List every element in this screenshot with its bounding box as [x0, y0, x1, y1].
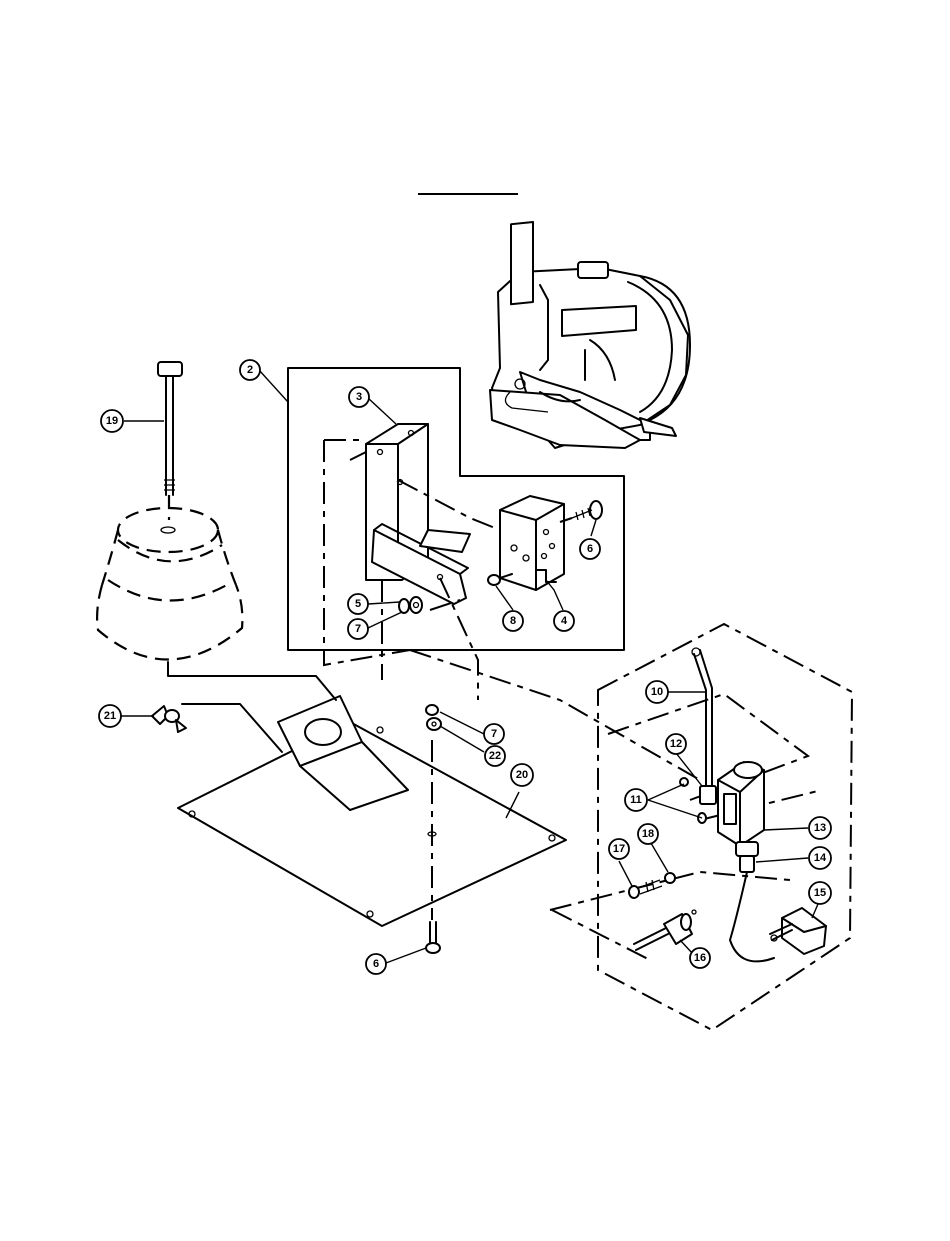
callout-4: 4 [554, 611, 574, 631]
screw-top [560, 501, 602, 522]
svg-text:15: 15 [814, 887, 826, 899]
callout-3: 3 [349, 387, 369, 407]
svg-text:7: 7 [355, 623, 361, 635]
plug [770, 908, 826, 954]
clamp-block [700, 786, 716, 804]
base-nut-washer [426, 705, 441, 730]
svg-text:22: 22 [489, 750, 501, 762]
svg-text:2: 2 [247, 364, 253, 376]
callout-19: 19 [101, 410, 123, 432]
callout-14: 14 [809, 847, 831, 869]
svg-text:21: 21 [104, 710, 116, 722]
svg-text:20: 20 [516, 769, 528, 781]
svg-text:7: 7 [491, 728, 497, 740]
svg-text:12: 12 [670, 738, 682, 750]
screw-bottom [426, 922, 440, 953]
callout-22: 22 [485, 746, 505, 766]
cable-connector [730, 842, 774, 961]
svg-text:3: 3 [356, 391, 362, 403]
callout-7-base: 7 [484, 724, 504, 744]
callout-18: 18 [638, 824, 658, 844]
callout-6-bracket: 6 [580, 539, 600, 559]
callout-10: 10 [646, 681, 668, 703]
callout-8: 8 [503, 611, 523, 631]
svg-text:16: 16 [694, 952, 706, 964]
svg-text:8: 8 [510, 615, 516, 627]
svg-text:18: 18 [642, 828, 654, 840]
svg-text:11: 11 [630, 794, 642, 806]
callout-16: 16 [690, 948, 710, 968]
svg-text:13: 13 [814, 822, 826, 834]
lever-rod [692, 648, 712, 790]
svg-text:6: 6 [587, 543, 593, 555]
callout-21: 21 [99, 705, 121, 727]
wing-nut [152, 706, 186, 732]
callout-6-base: 6 [366, 954, 386, 974]
callout-13: 13 [809, 817, 831, 839]
callout-5: 5 [348, 594, 368, 614]
callout-15: 15 [809, 882, 831, 904]
svg-text:6: 6 [373, 958, 379, 970]
callout-11: 11 [625, 789, 647, 811]
svg-text:10: 10 [651, 686, 663, 698]
svg-text:5: 5 [355, 598, 361, 610]
adapter-plate [500, 496, 564, 590]
mounting-bracket [366, 424, 470, 604]
callout-7-bracket: 7 [348, 619, 368, 639]
thread-cone [97, 508, 242, 660]
svg-text:17: 17 [613, 843, 625, 855]
callout-2: 2 [240, 360, 260, 380]
callout-17: 17 [609, 839, 629, 859]
washer-nut [399, 597, 422, 613]
callout-12: 12 [666, 734, 686, 754]
svg-text:19: 19 [106, 415, 118, 427]
svg-text:14: 14 [814, 852, 827, 864]
switch-body [718, 762, 764, 846]
svg-text:4: 4 [561, 615, 568, 627]
spool-rod [158, 362, 182, 520]
mount-screw [629, 873, 675, 898]
sewing-machine-head [490, 222, 690, 448]
knob [634, 910, 696, 950]
callout-20: 20 [511, 764, 533, 786]
